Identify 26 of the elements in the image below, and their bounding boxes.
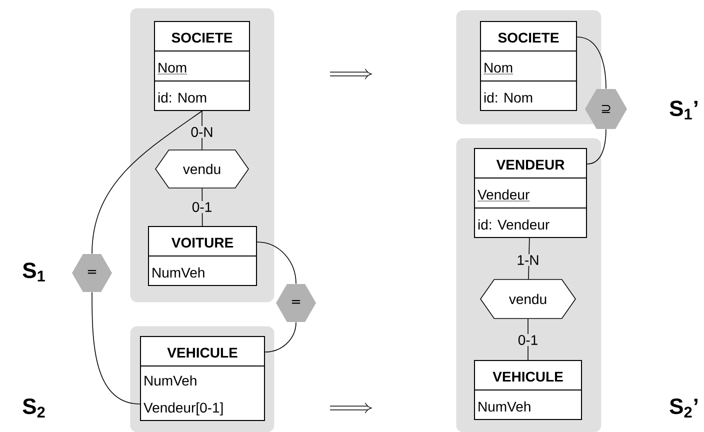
constraint-line xyxy=(264,322,296,352)
entity-box: VEHICULE NumVeh Vendeur[0-1] xyxy=(140,336,265,421)
relationship-hexagon: vendu xyxy=(155,150,249,188)
constraint-hexagon: = xyxy=(72,254,112,292)
constraint-line xyxy=(586,128,606,164)
constraint-hexagon: ⊇ xyxy=(585,89,627,129)
relationship-hexagon: vendu xyxy=(480,279,576,319)
schema-label: S$_{2}$ xyxy=(22,398,45,418)
entity-box: SOCIETE Nom id: Nom xyxy=(480,21,577,111)
constraint-line xyxy=(256,242,296,284)
cardinality-label: 0-1 xyxy=(190,201,214,213)
cardinality-label: 0-N xyxy=(190,126,214,138)
cardinality-label: 0-1 xyxy=(516,334,540,346)
constraint-line xyxy=(576,36,606,90)
constraint-hexagon: = xyxy=(276,284,316,322)
schema-label: S$_{1}$’ xyxy=(670,100,698,120)
constraint-line xyxy=(92,292,140,404)
schema-label: S$_{2}$’ xyxy=(670,398,698,418)
entity-box: VOITURE NumVeh xyxy=(148,226,257,286)
role-line xyxy=(202,188,203,226)
cardinality-label: 1-N xyxy=(516,254,540,266)
entity-box: SOCIETE Nom id: Nom xyxy=(154,21,250,111)
entity-box: VENDEUR Vendeur id: Vendeur xyxy=(474,148,587,238)
constraint-line xyxy=(92,110,202,254)
schema-label: S$_{1}$ xyxy=(22,262,45,282)
entity-box: VEHICULE NumVeh xyxy=(474,360,582,420)
